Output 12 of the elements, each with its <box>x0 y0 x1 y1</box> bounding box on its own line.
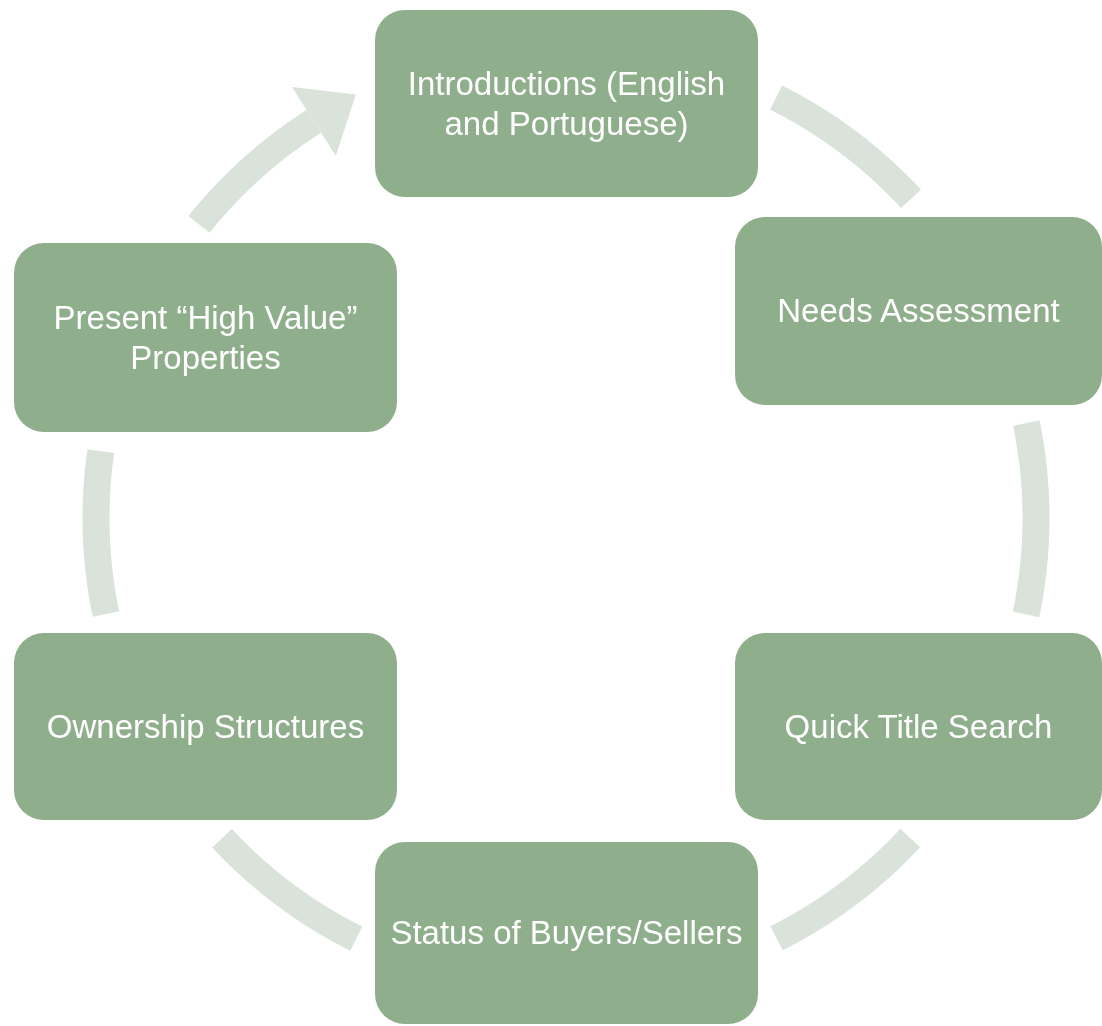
process-box <box>14 243 397 432</box>
step-label: Quick Title Search <box>784 706 1053 747</box>
step-label: Status of Buyers/Sellers <box>390 913 743 953</box>
process-box <box>735 217 1102 405</box>
step-label: Needs Assessment <box>777 291 1060 331</box>
step-label: Present “High Value” Properties <box>52 297 359 378</box>
process-box <box>375 842 758 1024</box>
process-box <box>375 10 758 197</box>
step-label: Ownership Structures <box>46 706 365 747</box>
process-box <box>14 633 397 820</box>
step-label: Introductions (English and Portuguese) <box>406 63 727 144</box>
process-box <box>735 633 1102 820</box>
